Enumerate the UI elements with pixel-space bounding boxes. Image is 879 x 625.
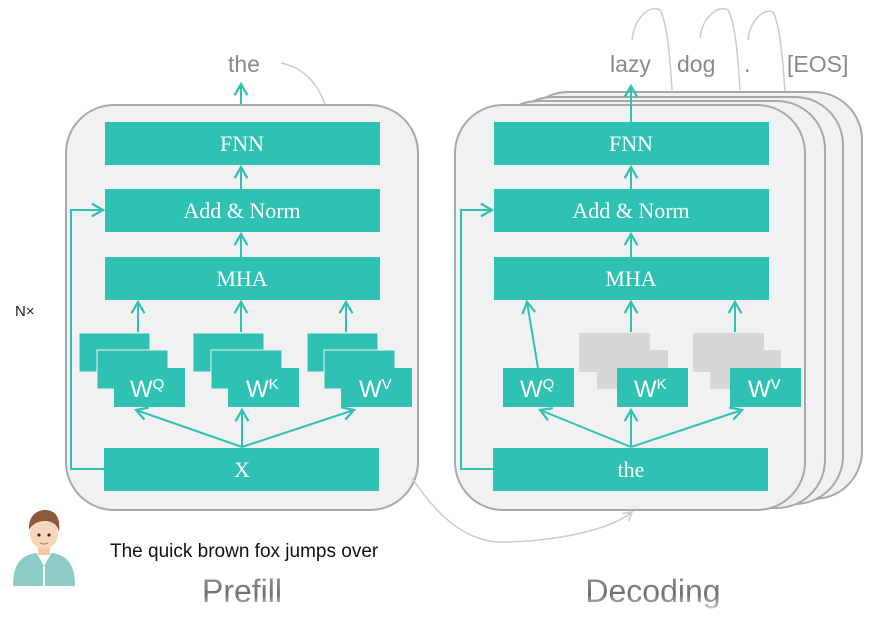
decoding-stage: lazy dog . [EOS] FNN Add & Norm MHA WQ	[454, 7, 863, 511]
decoded-token: dog	[677, 51, 715, 77]
ffn-block	[105, 122, 380, 165]
prefill-to-decoding-curve	[411, 477, 634, 543]
wv-stack: WV	[306, 332, 412, 407]
add-norm-block	[494, 189, 769, 232]
token-feedback-curve	[747, 10, 786, 93]
wk-label: WK	[634, 376, 667, 403]
add-norm-block	[105, 189, 380, 232]
arrow	[630, 406, 745, 448]
mha-block	[494, 257, 769, 300]
input-label: X	[234, 457, 250, 482]
decoding-stage-label: Decoding	[585, 573, 720, 609]
arrow	[241, 406, 357, 448]
wq-stack: WQ	[78, 332, 185, 407]
wk-label: WK	[246, 376, 279, 403]
add-norm-label: Add & Norm	[183, 198, 300, 223]
input-label: the	[618, 457, 645, 482]
ffn-block	[494, 122, 769, 165]
wk-stack-cached: WK	[579, 333, 688, 407]
decoded-token: lazy	[610, 51, 651, 77]
prefill-output-token: the	[228, 51, 260, 77]
wv-label: WV	[748, 376, 781, 403]
token-feedback-curve	[631, 7, 673, 91]
layer-repeat-label: N×	[15, 303, 35, 320]
add-norm-label: Add & Norm	[572, 198, 689, 223]
wv-label: WV	[359, 376, 392, 403]
input-block	[493, 448, 768, 491]
ffn-label: FNN	[609, 131, 653, 156]
input-block	[104, 448, 379, 491]
arrow	[521, 299, 539, 369]
mha-label: MHA	[605, 266, 656, 291]
decoded-token: .	[744, 51, 750, 77]
input-sentence: The quick brown fox jumps over	[110, 541, 379, 562]
wk-stack: WK	[192, 332, 299, 407]
token-feedback-curve	[280, 62, 326, 105]
ffn-label: FNN	[220, 131, 264, 156]
wv-stack-cached: WV	[693, 333, 801, 407]
arrow	[133, 406, 243, 448]
residual-connection	[70, 202, 106, 470]
prefill-stage: the FNN Add & Norm MHA WQ WK	[65, 51, 419, 511]
wq-block: WQ	[503, 368, 574, 407]
user-avatar-icon	[13, 510, 75, 586]
mha-block	[105, 257, 380, 300]
token-feedback-curve	[699, 7, 741, 91]
wq-label: WQ	[130, 376, 164, 403]
arrow	[537, 407, 632, 448]
mha-label: MHA	[216, 266, 267, 291]
wq-label: WQ	[520, 376, 554, 403]
prefill-stage-label: Prefill	[202, 573, 282, 609]
residual-connection	[460, 202, 495, 470]
decoded-token: [EOS]	[787, 51, 848, 77]
